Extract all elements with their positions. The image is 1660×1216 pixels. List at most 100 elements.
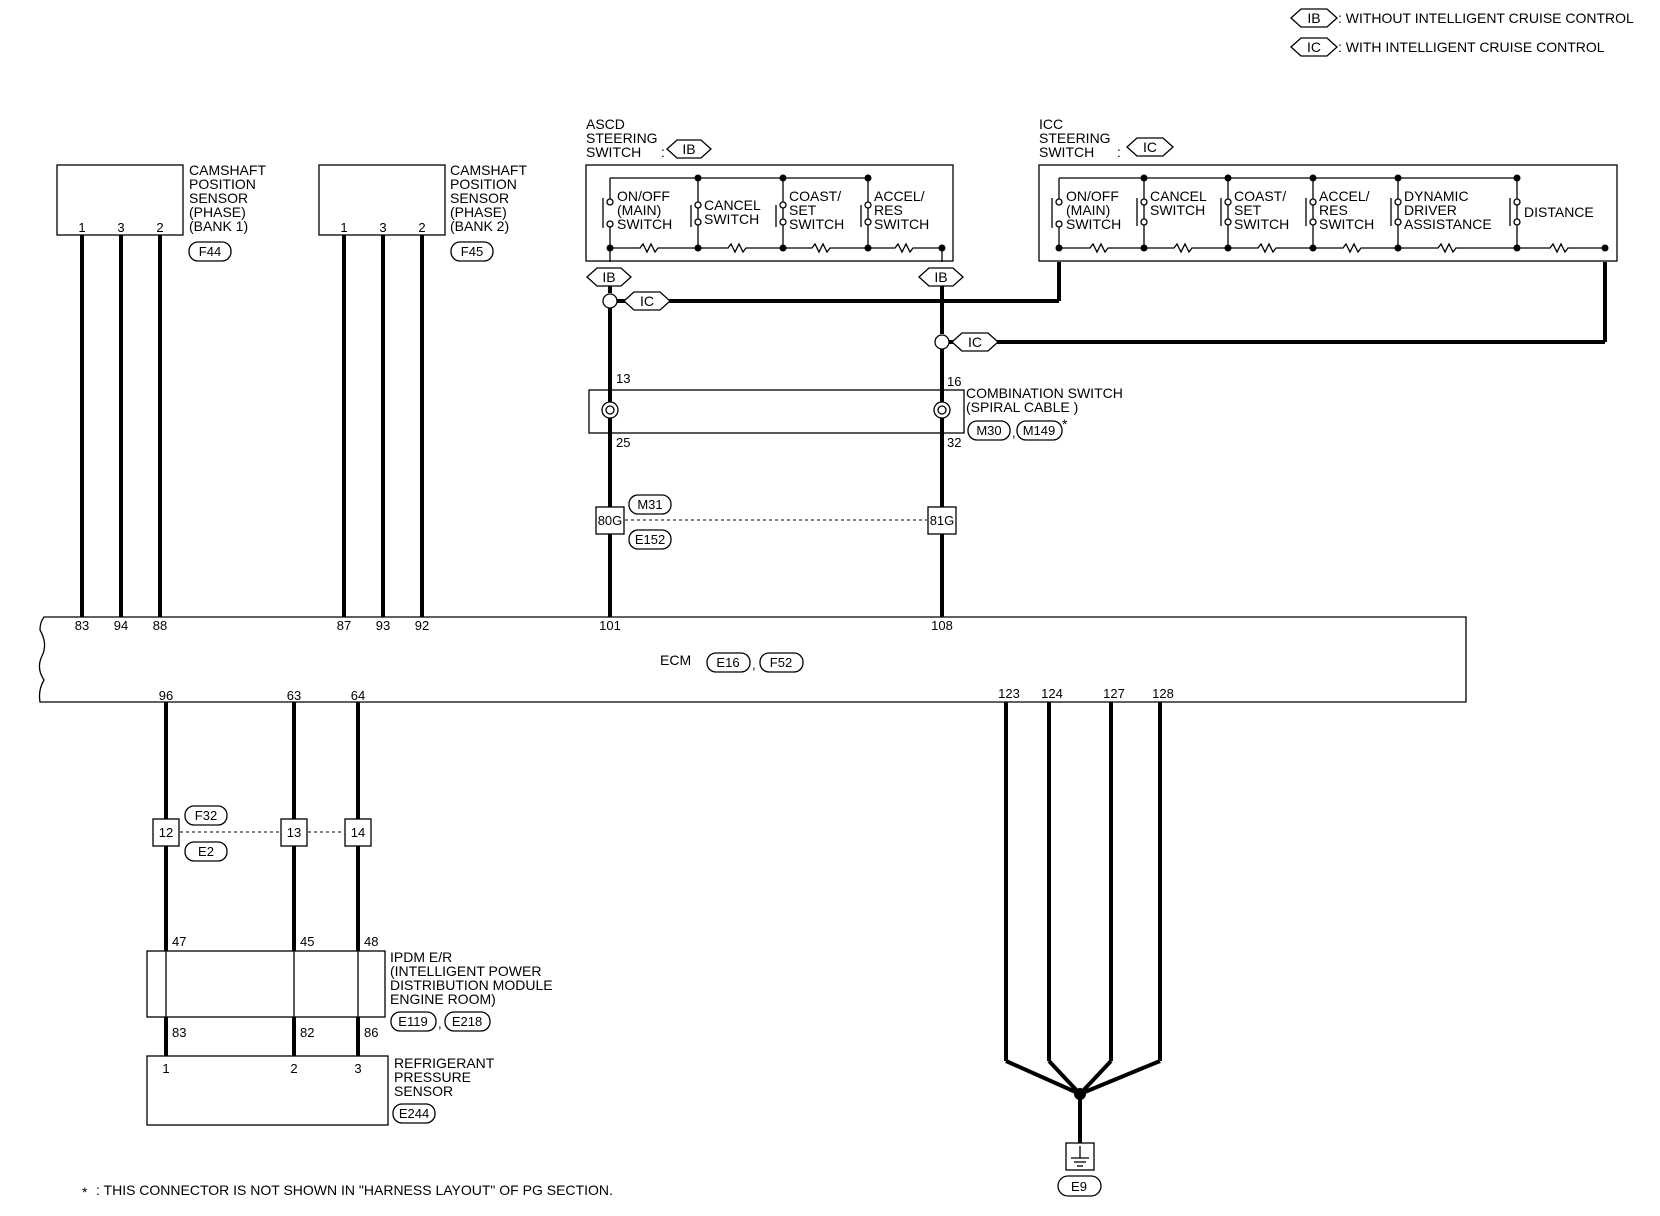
icc-title-0: ICC [1039, 116, 1063, 132]
ipdm-pin-82: 82 [300, 1025, 314, 1040]
cmp1-label-0: CAMSHAFT [189, 162, 266, 178]
cmp2-label-3: (PHASE) [450, 204, 507, 220]
ipdm-pin-83: 83 [172, 1025, 186, 1040]
icc-sw2-l2: SWITCH [1234, 216, 1289, 232]
joint-connector-m31: 80G 81G M31 E152 [595, 494, 957, 550]
icc-switch-symbol-4 [1390, 198, 1402, 226]
ecm-box [38, 616, 1467, 703]
ascd-switch-symbol-3 [860, 201, 872, 227]
connector-f45: F45 [461, 244, 483, 259]
connector-e244: E244 [399, 1106, 429, 1121]
ground-circuit: E9 [1004, 702, 1162, 1197]
ipdm-pin-47: 47 [172, 934, 186, 949]
connector-e218: E218 [452, 1014, 482, 1029]
ipdm-comma: , [438, 1016, 442, 1031]
footnote-star: * [82, 1184, 88, 1200]
ascd-sw3-l2: SWITCH [874, 216, 929, 232]
icc-sw3-l1: RES [1319, 202, 1348, 218]
connector-e152: E152 [635, 532, 665, 547]
refrig-pin-1: 1 [162, 1061, 169, 1076]
ascd-sw2-l2: SWITCH [789, 216, 844, 232]
refrig-label-2: SENSOR [394, 1083, 453, 1099]
camshaft-sensor-bank1: CAMSHAFT POSITION SENSOR (PHASE) (BANK 1… [56, 162, 266, 262]
icc-sw5-l0: DISTANCE [1524, 204, 1594, 220]
ipdm-label-2: DISTRIBUTION MODULE [390, 977, 553, 993]
wire-tag-ib-left: IB [602, 269, 615, 285]
ipdm-pin-48: 48 [364, 934, 378, 949]
footnote-text: : THIS CONNECTOR IS NOT SHOWN IN "HARNES… [96, 1182, 613, 1198]
camshaft-sensor-bank1-box [56, 164, 184, 236]
legend-ic-tag: IC [1307, 39, 1321, 55]
ascd-sw3-l0: ACCEL/ [874, 188, 925, 204]
refrig-label-0: REFRIGERANT [394, 1055, 495, 1071]
cmp2-pin-1: 1 [340, 220, 347, 235]
ascd-title-sep: : [661, 144, 665, 160]
icc-sw0-l2: SWITCH [1066, 216, 1121, 232]
refrig-label-1: PRESSURE [394, 1069, 471, 1085]
jc-pin-80g: 80G [598, 513, 623, 528]
ascd-sw3-l1: RES [874, 202, 903, 218]
connector-e2-badge [184, 841, 228, 862]
connector-f44: F44 [199, 244, 221, 259]
connector-e244-badge [392, 1103, 436, 1124]
ascd-steering-switch: ASCD STEERING SWITCH : IB ON/OFF (MAIN) … [585, 116, 954, 262]
steering-wires: IB IB IC IC [586, 262, 1607, 617]
ecm-pin-63: 63 [287, 688, 301, 703]
connector-e2: E2 [198, 844, 214, 859]
icc-title-1: STEERING [1039, 130, 1111, 146]
ground-icon [1071, 1146, 1089, 1167]
ipdm-er: 47 45 48 83 82 86 IPDM E/R (INTELLIGENT … [146, 934, 553, 1040]
ecm: 83 94 88 87 93 92 101 108 ECM E16 , F52 … [38, 616, 1467, 703]
cmp2-pin-3: 3 [379, 220, 386, 235]
camshaft-wires [80, 235, 424, 617]
ascd-switch-symbol-1 [690, 201, 702, 227]
refrig-pin-3: 3 [354, 1061, 361, 1076]
combination-switch: 13 16 25 32 COMBINATION SWITCH (SPIRAL C… [588, 371, 1123, 450]
cmp2-label-4: (BANK 2) [450, 218, 509, 234]
ascd-sw0-l2: SWITCH [617, 216, 672, 232]
connector-f45-badge [450, 241, 494, 262]
wire-tag-ib-right: IB [934, 269, 947, 285]
jc-pin-14: 14 [351, 825, 365, 840]
connector-f52-badge [759, 652, 804, 673]
cmp1-pin-2: 2 [156, 220, 163, 235]
connector-e9-badge [1057, 1175, 1102, 1197]
legend-ib-tag: IB [1307, 10, 1320, 26]
connector-e119: E119 [398, 1014, 427, 1029]
jc-pin-12: 12 [159, 825, 173, 840]
wire-tag-ic-left: IC [640, 293, 654, 309]
combo-pin-25: 25 [616, 435, 630, 450]
jc-pin-13: 13 [287, 825, 301, 840]
connector-e218-badge [444, 1011, 491, 1032]
ecm-label: ECM [660, 652, 691, 668]
refrig-pin-2: 2 [290, 1061, 297, 1076]
combo-pin-13: 13 [616, 371, 630, 386]
connector-m31-badge [628, 494, 672, 515]
connector-e9: E9 [1071, 1179, 1087, 1194]
icc-sw1-l0: CANCEL [1150, 188, 1207, 204]
combination-switch-box [588, 389, 965, 434]
cmp1-label-3: (PHASE) [189, 204, 246, 220]
ecm-pin-101: 101 [599, 618, 621, 633]
icc-sw3-l0: ACCEL/ [1319, 188, 1370, 204]
ascd-sw1-l1: SWITCH [704, 211, 759, 227]
refrigerant-sensor-box [146, 1055, 389, 1126]
icc-sw1-l1: SWITCH [1150, 202, 1205, 218]
ascd-ib-tag: IB [682, 141, 695, 157]
ecm-pin-127: 127 [1103, 686, 1125, 701]
icc-switch-symbol-1 [1136, 198, 1148, 226]
cmp1-pin-3: 3 [117, 220, 124, 235]
cmp2-label-0: CAMSHAFT [450, 162, 527, 178]
ascd-switch-symbol-0 [602, 198, 614, 228]
icc-sw2-l1: SET [1234, 202, 1262, 218]
ascd-title-2: SWITCH [586, 144, 641, 160]
footnote: * : THIS CONNECTOR IS NOT SHOWN IN "HARN… [82, 1182, 613, 1200]
legend: IB : WITHOUT INTELLIGENT CRUISE CONTROL … [1290, 8, 1634, 57]
ascd-switch-box [585, 164, 954, 262]
icc-ic-tag: IC [1143, 139, 1157, 155]
ascd-sw0-l1: (MAIN) [617, 202, 661, 218]
ecm-pin-83: 83 [75, 618, 89, 633]
jc-pin-81g: 81G [930, 513, 955, 528]
ipdm-label-3: ENGINE ROOM) [390, 991, 496, 1007]
ecm-pin-93: 93 [376, 618, 390, 633]
